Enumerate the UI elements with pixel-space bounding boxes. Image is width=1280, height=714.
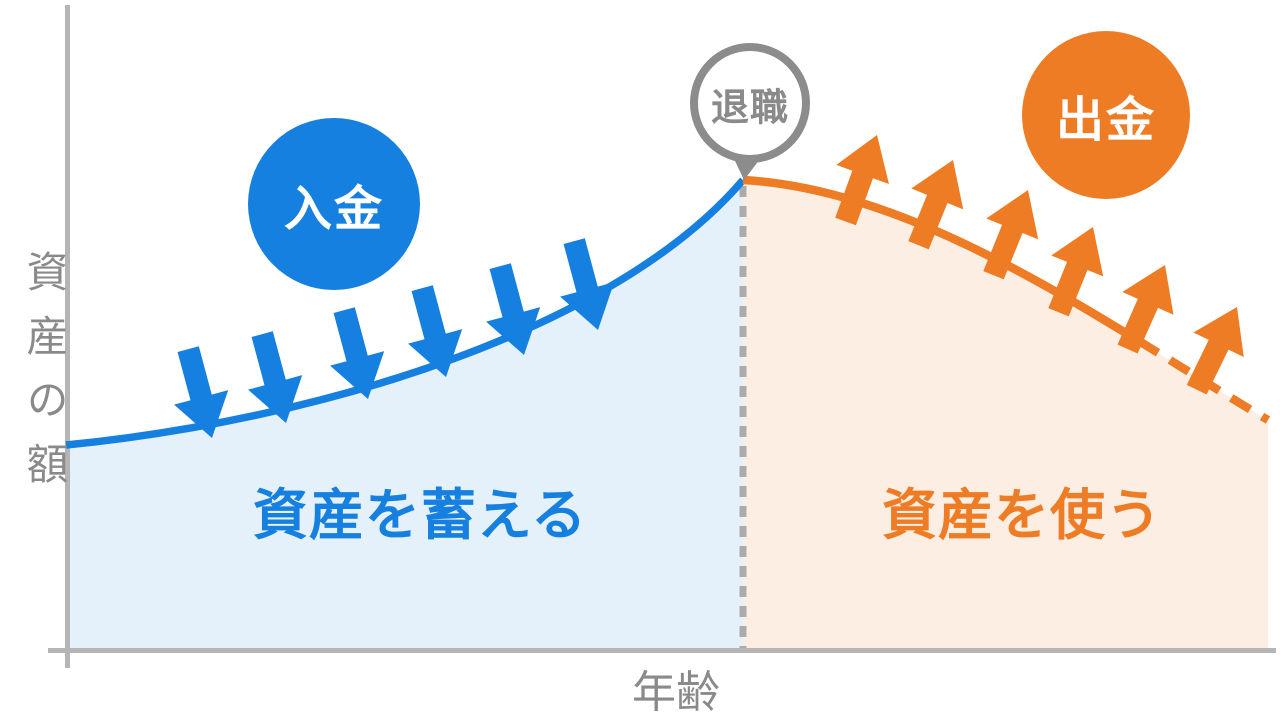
retirement-bubble	[690, 43, 810, 163]
asset-drawdown-curve-solid	[742, 175, 1130, 341]
spend-phase-label: 資産を使う	[881, 484, 1163, 546]
withdraw-badge: 出金	[1022, 31, 1190, 199]
spending-area	[743, 180, 1268, 648]
x-axis-label: 年齢	[632, 668, 720, 714]
accumulate-phase-label: 資産を蓄える	[252, 484, 588, 546]
deposit-badge-label: 入金	[283, 183, 384, 236]
accumulation-area	[66, 180, 743, 648]
deposit-badge: 入金	[248, 118, 420, 290]
retirement-bubble-label: 退職	[710, 87, 790, 130]
withdraw-badge-label: 出金	[1055, 94, 1156, 147]
y-axis-label: 資産の額	[21, 250, 68, 506]
